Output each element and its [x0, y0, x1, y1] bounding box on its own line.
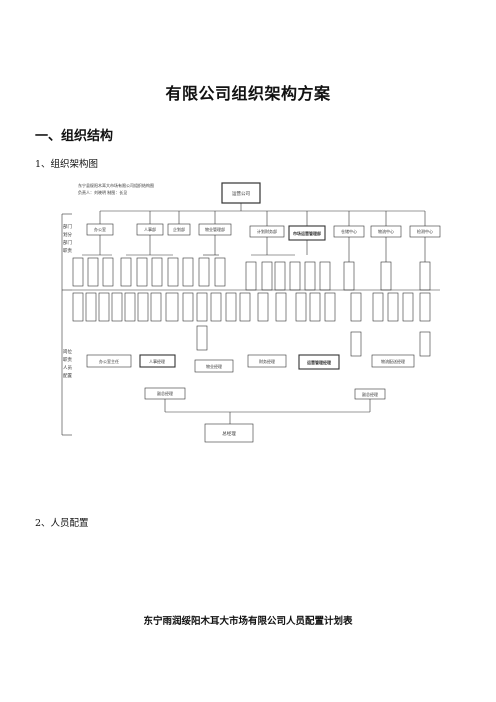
svg-text:计划财务部: 计划财务部: [257, 228, 277, 234]
left-bottom-labels: 岗位 职责 人员 配置: [63, 348, 72, 379]
svg-text:划分: 划分: [63, 231, 72, 238]
deputy-gm-left: 副总经理: [157, 390, 173, 396]
chart-header-line1: 东宁县绥阳木耳大市场有限公司组织结构图: [78, 182, 154, 188]
managers-row1: 办公室主任 人事经理 物业经理 财务经理 运营管理经理 物流配送经理: [86, 354, 415, 373]
svg-text:部门: 部门: [63, 223, 72, 230]
svg-text:检测中心: 检测中心: [417, 228, 433, 234]
svg-text:职责: 职责: [63, 356, 72, 363]
subheading-staffing: 2、人员配置: [35, 518, 89, 529]
chart-header-line2: 负责人：刘晓明 制图：长见: [78, 189, 127, 195]
svg-text:物流中心: 物流中心: [378, 228, 394, 234]
svg-text:企划部: 企划部: [173, 226, 185, 232]
subheading-org-chart: 1、组织架构图: [35, 159, 99, 170]
svg-text:仓储中心: 仓储中心: [341, 228, 357, 234]
position-boxes: [72, 292, 431, 357]
managers-row2: 副总经理 副总经理: [144, 387, 386, 424]
deputy-gm-right: 副总经理: [362, 391, 378, 397]
top-box-label: 运营公司: [232, 190, 250, 197]
svg-text:部门: 部门: [63, 239, 72, 246]
section-heading-organization: 一、组织结构: [35, 129, 114, 144]
svg-text:配置: 配置: [63, 373, 72, 379]
manager-logistics: 物流配送经理: [381, 358, 405, 364]
departments: 办公室 人事部 企划部 物业管理部 计划财务部 市场运营管理部 仓储中心 物流中…: [86, 211, 441, 241]
staffing-table-title: 东宁雨润绥阳木耳大市场有限公司人员配置计划表: [143, 616, 353, 627]
general-manager-box: [204, 423, 254, 443]
svg-text:职责: 职责: [63, 247, 72, 254]
manager-office: 办公室主任: [99, 358, 119, 364]
duty-boxes: [72, 235, 431, 291]
svg-text:办公室: 办公室: [94, 226, 106, 232]
manager-finance: 财务经理: [259, 358, 275, 364]
manager-operations: 运营管理经理: [307, 359, 331, 365]
manager-property: 物业经理: [206, 363, 222, 369]
svg-text:市场运营管理部: 市场运营管理部: [293, 230, 321, 236]
document-title: 有限公司组织架构方案: [165, 84, 331, 103]
svg-text:人事部: 人事部: [144, 226, 156, 232]
general-manager-label: 总经理: [222, 430, 236, 437]
svg-text:人员: 人员: [63, 365, 72, 371]
manager-hr: 人事经理: [149, 358, 165, 364]
left-top-labels: 部门 划分 部门 职责: [63, 223, 72, 254]
dept-box: [167, 223, 191, 236]
svg-text:岗位: 岗位: [63, 348, 72, 355]
svg-text:物业管理部: 物业管理部: [205, 226, 225, 232]
